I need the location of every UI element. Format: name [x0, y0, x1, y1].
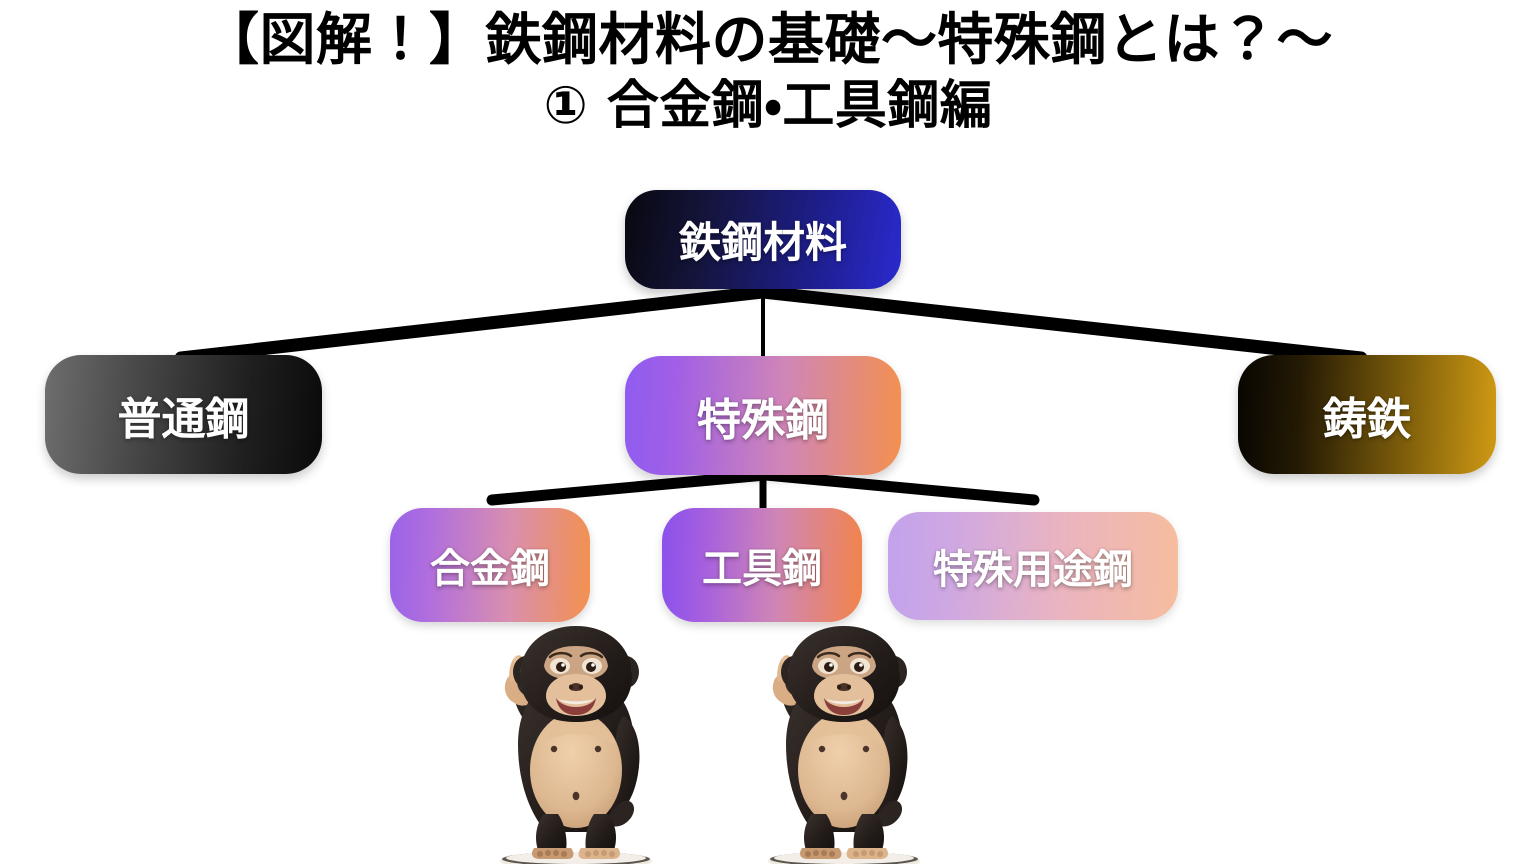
node-special-use-steel-label: 特殊用途鋼: [933, 547, 1133, 593]
node-tool-steel-label: 工具鋼: [702, 546, 822, 592]
node-special-steel[interactable]: 特殊鋼: [625, 356, 901, 475]
node-ordinary-steel-label: 普通鋼: [117, 393, 250, 445]
node-special-steel-label: 特殊鋼: [697, 394, 829, 446]
title-line-2: ① 合金鋼・工具鋼編: [543, 76, 993, 137]
gorilla-mascot-icon: [484, 618, 668, 864]
node-steel-material[interactable]: 鉄鋼材料: [625, 190, 901, 289]
node-ordinary-steel[interactable]: 普通鋼: [45, 355, 322, 474]
connector-special-to-specialuse: [760, 469, 1040, 506]
connector-steel-to-ordinary: [174, 285, 770, 365]
node-special-use-steel[interactable]: 特殊用途鋼: [888, 512, 1178, 620]
node-steel-material-label: 鉄鋼材料: [678, 218, 847, 267]
gorilla-mascot-icon: [752, 618, 936, 864]
connector-steel-to-castiron: [756, 285, 1368, 365]
node-cast-iron[interactable]: 鋳鉄: [1238, 355, 1496, 474]
node-cast-iron-label: 鋳鉄: [1323, 393, 1411, 445]
connector-special-to-alloy: [486, 469, 772, 506]
node-alloy-steel[interactable]: 合金鋼: [390, 508, 590, 622]
node-tool-steel[interactable]: 工具鋼: [662, 508, 862, 622]
title-line-1: 【図解！】鉄鋼材料の基礎〜特殊鋼とは？〜: [203, 8, 1333, 73]
page-title: 【図解！】鉄鋼材料の基礎〜特殊鋼とは？〜 ① 合金鋼・工具鋼編: [0, 8, 1536, 137]
node-alloy-steel-label: 合金鋼: [430, 546, 550, 592]
